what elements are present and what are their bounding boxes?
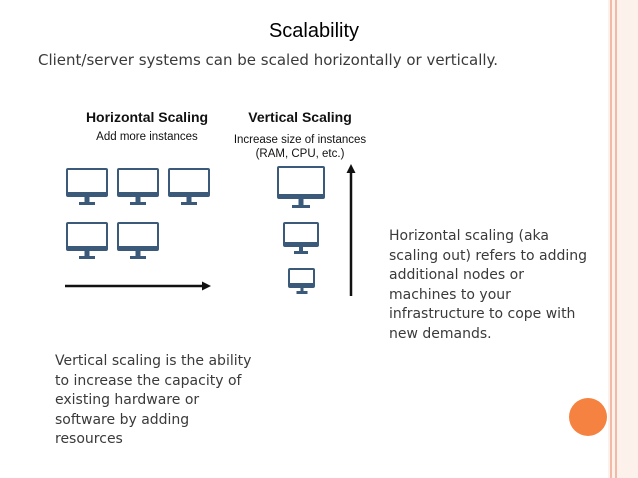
horizontal-scaling-heading: Horizontal Scaling (85, 109, 209, 125)
monitor-icon (66, 222, 108, 259)
monitor-icon (117, 222, 159, 259)
arrow-up-icon (346, 164, 356, 296)
vertical-scaling-description: Vertical scaling is the ability to incre… (55, 353, 252, 447)
monitor-icon (66, 168, 108, 205)
arrow-right-icon (65, 281, 211, 291)
monitor-icon (283, 222, 319, 254)
monitor-icon (168, 168, 210, 205)
slide-title: Scalability (268, 20, 360, 42)
horizontal-scaling-caption: Add more instances (96, 131, 198, 143)
vertical-scaling-heading: Vertical Scaling (248, 109, 352, 125)
slide-decoration-circle (569, 398, 607, 436)
edge-line (615, 0, 617, 478)
horizontal-scaling-description: Horizontal scaling (aka scaling out) ref… (389, 228, 588, 342)
slide-edge-decoration (608, 0, 638, 478)
monitor-icon (117, 168, 159, 205)
slide-subtitle: Client/server systems can be scaled hori… (38, 51, 499, 69)
vertical-scaling-caption: Increase size of instances (RAM, CPU, et… (233, 134, 367, 160)
monitor-icon (288, 268, 315, 294)
edge-line (610, 0, 612, 478)
monitor-icon (277, 166, 325, 208)
scaling-diagram: Horizontal Scaling Add more instances Ve… (55, 102, 390, 307)
